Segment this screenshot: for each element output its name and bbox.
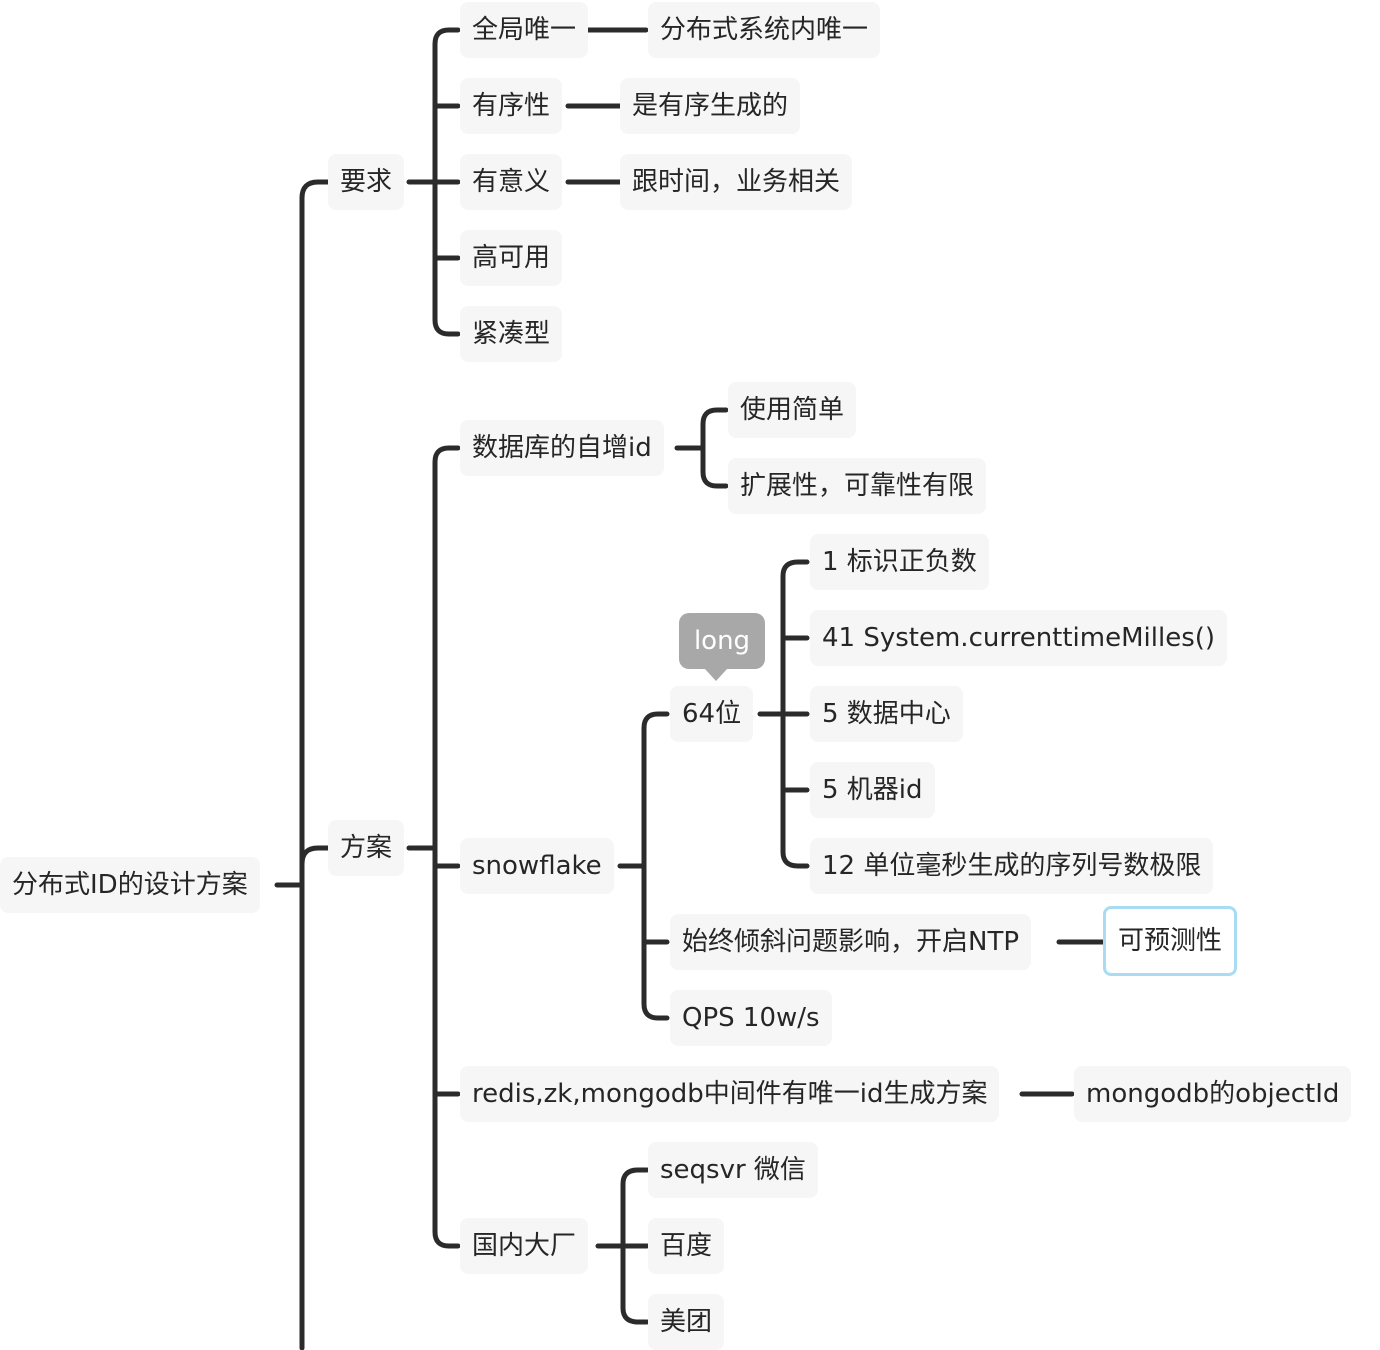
req-meaningful[interactable]: 有意义 xyxy=(460,154,563,210)
req-high-availability[interactable]: 高可用 xyxy=(460,230,563,286)
db-autoinc-simple[interactable]: 使用简单 xyxy=(728,382,857,438)
req-ordered[interactable]: 有序性 xyxy=(460,78,563,134)
bits-sign[interactable]: 1 标识正负数 xyxy=(810,534,989,590)
solution-db-autoincrement[interactable]: 数据库的自增id xyxy=(460,420,664,476)
req-compact[interactable]: 紧凑型 xyxy=(460,306,563,362)
req-ordered-detail[interactable]: 是有序生成的 xyxy=(620,78,801,134)
root-topic[interactable]: 分布式ID的设计方案 xyxy=(0,857,260,913)
big-tech-meituan[interactable]: 美团 xyxy=(648,1294,725,1350)
bits-machine-id[interactable]: 5 机器id xyxy=(810,762,935,818)
req-meaningful-detail[interactable]: 跟时间，业务相关 xyxy=(620,154,853,210)
snowflake-64bit[interactable]: 64位 xyxy=(670,686,754,742)
bits-timestamp[interactable]: 41 System.currenttimeMilles() xyxy=(810,610,1228,666)
big-tech-baidu[interactable]: 百度 xyxy=(648,1218,725,1274)
snowflake-clock-skew[interactable]: 始终倾斜问题影响，开启NTP xyxy=(670,914,1032,970)
db-autoinc-limited[interactable]: 扩展性，可靠性有限 xyxy=(728,458,987,514)
solution-snowflake[interactable]: snowflake xyxy=(460,838,614,894)
solution-middleware[interactable]: redis,zk,mongodb中间件有唯一id生成方案 xyxy=(460,1066,1000,1122)
solution-big-tech[interactable]: 国内大厂 xyxy=(460,1218,589,1274)
requirements-topic[interactable]: 要求 xyxy=(328,154,405,210)
long-note-callout: long xyxy=(679,613,765,681)
solutions-topic[interactable]: 方案 xyxy=(328,820,405,876)
req-global-unique-detail[interactable]: 分布式系统内唯一 xyxy=(648,2,881,58)
req-global-unique[interactable]: 全局唯一 xyxy=(460,2,589,58)
bits-datacenter[interactable]: 5 数据中心 xyxy=(810,686,963,742)
middleware-mongodb-objectid[interactable]: mongodb的objectId xyxy=(1074,1066,1352,1122)
big-tech-wechat[interactable]: seqsvr 微信 xyxy=(648,1142,818,1198)
bits-sequence[interactable]: 12 单位毫秒生成的序列号数极限 xyxy=(810,838,1214,894)
snowflake-qps[interactable]: QPS 10w/s xyxy=(670,990,832,1046)
clock-predictable-selected[interactable]: 可预测性 xyxy=(1103,906,1238,976)
